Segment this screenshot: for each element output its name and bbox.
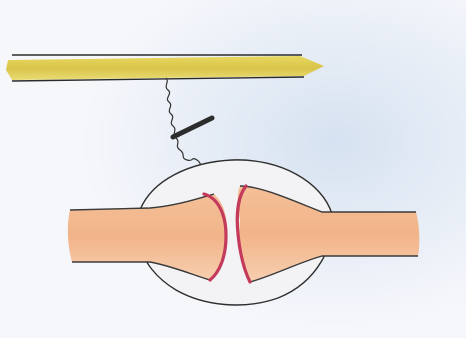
illustration-svg	[0, 0, 466, 338]
joint-illustration	[0, 0, 466, 338]
